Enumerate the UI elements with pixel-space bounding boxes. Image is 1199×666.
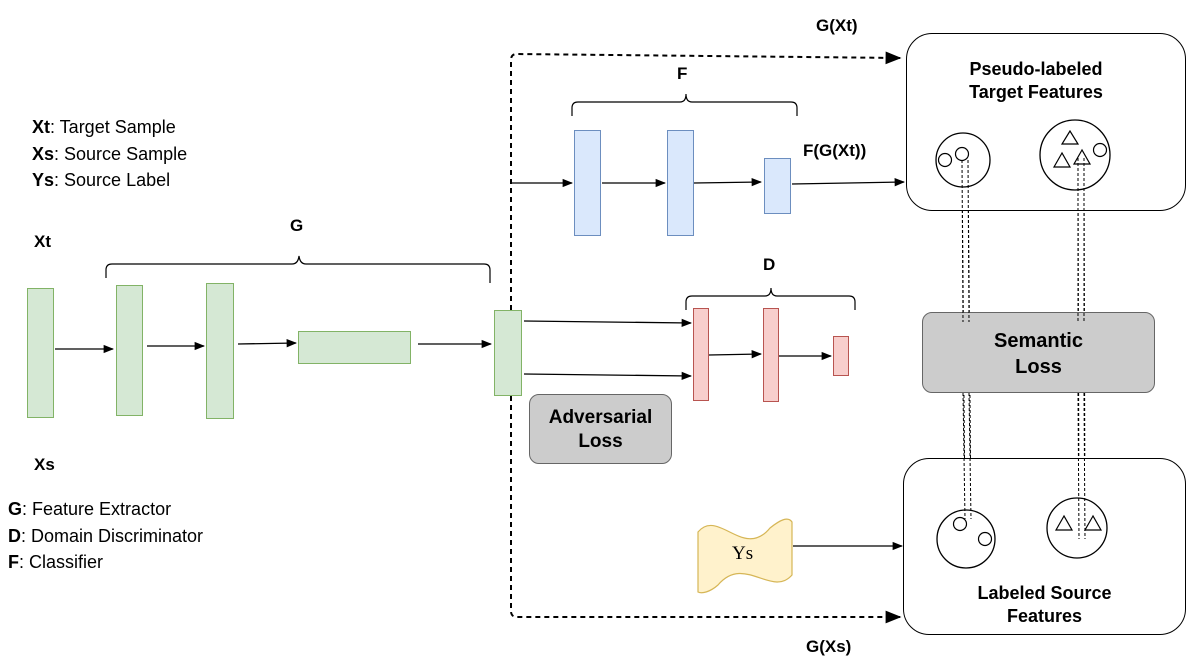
g-layer-1 [27, 288, 54, 418]
adversarial-loss-box [529, 394, 672, 464]
brace-f [571, 93, 798, 116]
semantic-loss-label: Semantic Loss [994, 330, 1083, 378]
module-label-d: D [763, 255, 776, 274]
labeled-source-features-label: Labeled Source Features [977, 583, 1112, 626]
input-label-xs: Xs [34, 455, 55, 474]
labeled-source-features-box [903, 458, 1186, 635]
adversarial-loss-label: Adversarial Loss [548, 407, 653, 452]
dashed-gxt-path [510, 51, 902, 310]
g-layer-2 [116, 285, 143, 416]
legend-g: G: Feature Extractor [8, 499, 172, 519]
g-layer-3 [206, 283, 234, 419]
d-layer-2 [763, 308, 779, 402]
label-g-xt: G(Xt) [816, 16, 858, 35]
ys-tag-shape [697, 518, 793, 594]
arrow-g3-g4 [237, 339, 298, 348]
d-layer-3 [833, 336, 849, 376]
f-layer-1 [574, 130, 601, 236]
arrow-f2-f3 [693, 177, 763, 187]
legend-ys: Ys: Source Label [32, 170, 171, 190]
label-f-g-xt: F(G(Xt)) [803, 141, 867, 160]
brace-g [105, 255, 491, 283]
f-layer-2 [667, 130, 694, 236]
arrow-d1-d2 [708, 350, 763, 359]
legend-f: F: Classifier [8, 552, 104, 572]
module-label-g: G [290, 216, 304, 235]
arrow-to-d1-top [523, 318, 693, 328]
brace-d [685, 287, 856, 310]
semantic-loss-box [922, 312, 1155, 393]
pseudo-target-features-label: Pseudo-labeled Target Features [969, 59, 1103, 102]
legend-bottom: G: Feature Extractor D: Domain Discrimin… [8, 496, 203, 576]
legend-xs: Xs: Source Sample [32, 143, 188, 164]
dashed-gxs-path [510, 396, 902, 624]
legend-d: D: Domain Discriminator [8, 525, 204, 546]
arrow-to-d1-bottom [523, 371, 693, 381]
legend-top: Xt: Target Sample Xs: Source Sample Ys: … [32, 114, 187, 194]
f-layer-3 [764, 158, 791, 214]
g-layer-4 [298, 331, 411, 364]
d-layer-1 [693, 308, 709, 401]
arrow-f-out [791, 178, 906, 187]
module-label-f: F [677, 64, 688, 83]
input-label-xt: Xt [34, 232, 51, 251]
g-output [494, 310, 522, 396]
label-g-xs: G(Xs) [806, 637, 852, 656]
ys-tag-label: Ys [732, 543, 754, 564]
legend-xt: Xt: Target Sample [32, 117, 176, 137]
